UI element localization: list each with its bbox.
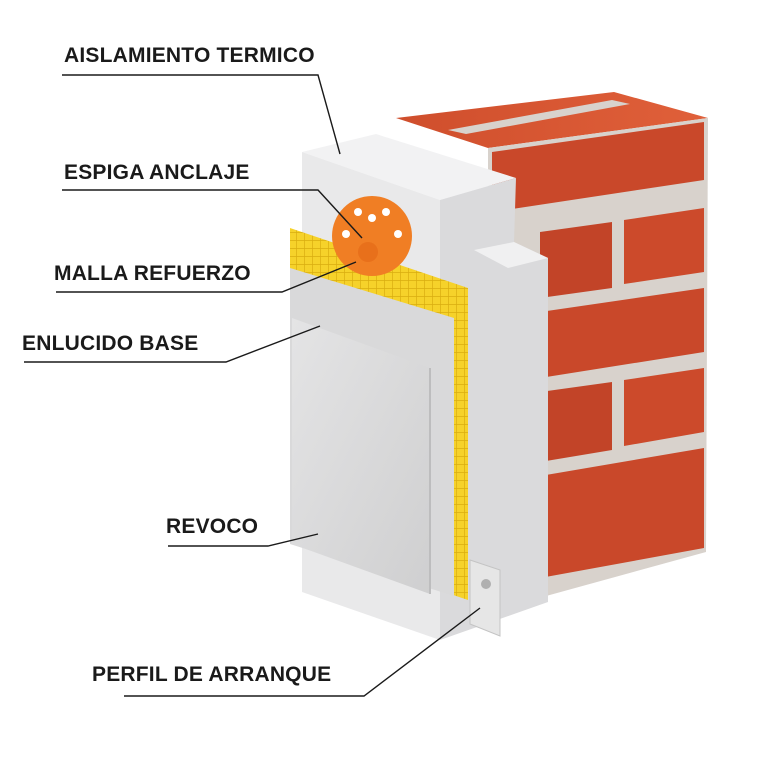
label-aislamiento-termico: AISLAMIENTO TERMICO: [64, 44, 315, 67]
finish-render-layer: [292, 318, 430, 594]
brick-top-mortar: [448, 100, 630, 134]
label-enlucido-base: ENLUCIDO BASE: [22, 332, 199, 355]
label-revoco: REVOCO: [166, 515, 259, 538]
label-espiga-anclaje: ESPIGA ANCLAJE: [64, 161, 250, 184]
leader-aislamiento: [62, 74, 341, 155]
insulation-lower-step: [474, 242, 548, 268]
profile-hole: [481, 579, 491, 589]
brick: [540, 222, 612, 298]
leader-espiga: [62, 189, 363, 239]
brick: [624, 208, 704, 284]
label-malla-refuerzo: MALLA REFUERZO: [54, 262, 251, 285]
anchor-disc: [332, 196, 412, 276]
leader-lines: [24, 74, 481, 697]
insulation-top-face: [302, 134, 516, 200]
anchor-plug: [332, 196, 412, 276]
anchor-center: [358, 242, 378, 262]
brick: [492, 122, 704, 212]
leader-enlucido: [24, 325, 321, 363]
brick: [624, 368, 704, 446]
label-perfil-arranque: PERFIL DE ARRANQUE: [92, 663, 332, 686]
leader-perfil: [124, 607, 481, 697]
brick-top-face: [396, 92, 708, 148]
brick: [540, 382, 612, 462]
brick: [540, 448, 704, 578]
profile-plate: [469, 559, 501, 637]
brick: [540, 288, 704, 378]
starter-profile: [469, 559, 501, 637]
leader-revoco: [168, 533, 319, 547]
leader-malla: [56, 261, 357, 293]
